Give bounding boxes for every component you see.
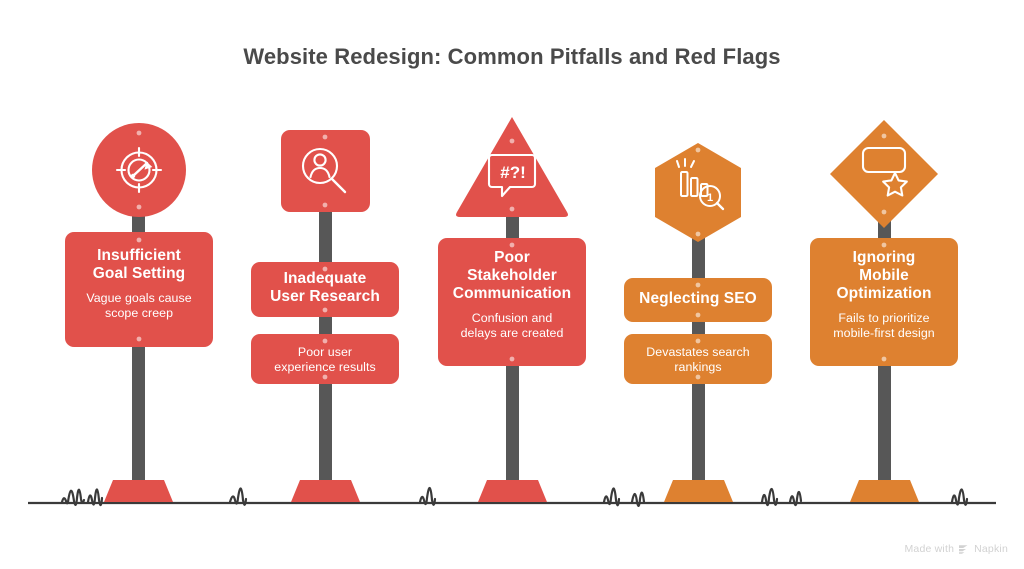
screw-panel-top <box>509 242 515 248</box>
sign-panel-title <box>251 262 399 317</box>
speech-bubble-expletive-icon: #?! <box>487 153 537 198</box>
screw-sub-bottom <box>695 374 701 380</box>
sign-head-diamond <box>830 120 938 228</box>
screw-title-bottom <box>322 307 328 313</box>
screw-sub-bottom <box>322 374 328 380</box>
sign-poor-stakeholder-communication[interactable]: #?! <box>438 117 586 366</box>
sign-insufficient-goal-setting[interactable] <box>65 123 213 347</box>
screw-title-top <box>695 282 701 288</box>
screw-sub-top <box>695 338 701 344</box>
screw-title-top <box>322 266 328 272</box>
base-4 <box>664 480 733 502</box>
napkin-watermark: Made with Napkin <box>904 543 1008 555</box>
screw-panel-bottom <box>136 336 142 342</box>
sign-panel-combined <box>810 238 958 366</box>
grass-tufts <box>60 486 969 507</box>
svg-text:#?!: #?! <box>500 163 526 182</box>
screw-title-bottom <box>695 312 701 318</box>
screw-bottom <box>509 206 515 212</box>
sign-neglecting-seo[interactable]: 1 <box>624 143 772 384</box>
declining-bar-chart-search-icon: 1 <box>676 158 725 211</box>
watermark-brand-label: Napkin <box>974 543 1008 555</box>
ground <box>28 486 996 507</box>
screw-top <box>695 147 701 153</box>
screw-panel-bottom <box>509 356 515 362</box>
sign-inadequate-user-research[interactable] <box>251 130 399 384</box>
base-2 <box>291 480 360 502</box>
screw-top <box>509 138 515 144</box>
screw-bottom <box>136 204 142 210</box>
base-5 <box>850 480 919 502</box>
post-bases <box>104 480 919 502</box>
screw-panel-bottom <box>881 356 887 362</box>
sign-panel-subtitle <box>251 334 399 384</box>
base-1 <box>104 480 173 502</box>
screw-panel-top <box>136 237 142 243</box>
sign-ignoring-mobile-optimization[interactable] <box>810 120 958 366</box>
napkin-logo-icon <box>958 543 970 555</box>
sign-panel-subtitle <box>624 334 772 384</box>
sign-head-triangle <box>456 117 568 217</box>
sign-panel-combined <box>65 232 213 347</box>
user-search-icon <box>301 147 347 194</box>
screw-bottom <box>881 209 887 215</box>
page-title: Website Redesign: Common Pitfalls and Re… <box>243 44 781 69</box>
screw-top <box>136 130 142 136</box>
sign-panel-combined <box>438 238 586 366</box>
screw-sub-top <box>322 338 328 344</box>
target-goal-icon <box>115 146 163 194</box>
screw-bottom <box>695 231 701 237</box>
mobile-device-star-icon <box>861 146 908 197</box>
screw-top <box>881 133 887 139</box>
svg-text:1: 1 <box>707 192 713 204</box>
base-3 <box>478 480 547 502</box>
sign-panel-title <box>624 278 772 322</box>
screw-panel-top <box>881 242 887 248</box>
screw-bottom <box>322 202 328 208</box>
watermark-made-with-label: Made with <box>904 543 955 555</box>
screw-top <box>322 134 328 140</box>
